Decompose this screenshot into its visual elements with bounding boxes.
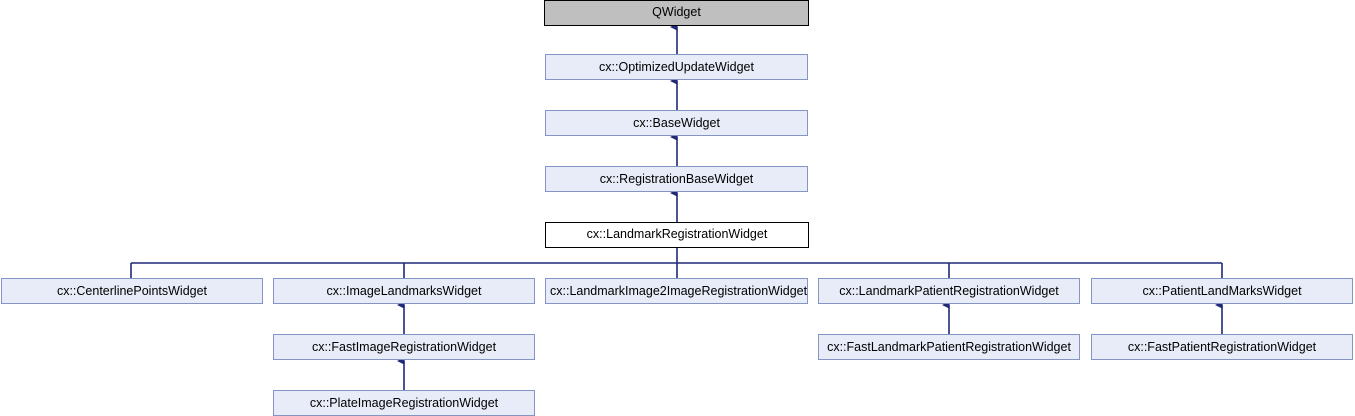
node-cx-patientlandmarkswidget[interactable]: cx::PatientLandMarksWidget xyxy=(1091,278,1353,304)
node-label: cx::OptimizedUpdateWidget xyxy=(599,60,754,74)
node-cx-fastlandmarkpatientregistrationwidget[interactable]: cx::FastLandmarkPatientRegistrationWidge… xyxy=(818,334,1080,360)
node-cx-basewidget[interactable]: cx::BaseWidget xyxy=(545,110,808,136)
node-label: cx::FastLandmarkPatientRegistrationWidge… xyxy=(827,340,1071,354)
node-label: cx::PlateImageRegistrationWidget xyxy=(309,396,499,410)
node-cx-registrationbasewidget[interactable]: cx::RegistrationBaseWidget xyxy=(545,166,808,192)
node-cx-centerlinepointswidget[interactable]: cx::CenterlinePointsWidget xyxy=(1,278,263,304)
node-label: cx::ImageLandmarksWidget xyxy=(326,284,482,298)
node-label: cx::LandmarkRegistrationWidget xyxy=(586,227,768,241)
node-cx-plateimageregistrationwidget[interactable]: cx::PlateImageRegistrationWidget xyxy=(273,390,535,416)
node-label: cx::FastImageRegistrationWidget xyxy=(311,340,497,354)
node-cx-landmarkimage2imageregistrationwidget[interactable]: cx::LandmarkImage2ImageRegistrationWidge… xyxy=(545,278,808,304)
node-cx-landmarkregistrationwidget[interactable]: cx::LandmarkRegistrationWidget xyxy=(545,222,809,248)
node-label: cx::LandmarkPatientRegistrationWidget xyxy=(839,284,1059,298)
node-cx-fastpatientregistrationwidget[interactable]: cx::FastPatientRegistrationWidget xyxy=(1091,334,1353,360)
node-cx-imagelandmarkswidget[interactable]: cx::ImageLandmarksWidget xyxy=(273,278,535,304)
node-label: cx::PatientLandMarksWidget xyxy=(1142,284,1302,298)
node-label: cx::LandmarkImage2ImageRegistrationWidge… xyxy=(550,284,808,298)
node-cx-landmarkpatientregistrationwidget[interactable]: cx::LandmarkPatientRegistrationWidget xyxy=(818,278,1080,304)
node-cx-optimizedupdatewidget[interactable]: cx::OptimizedUpdateWidget xyxy=(545,54,808,80)
node-label: cx::CenterlinePointsWidget xyxy=(56,284,208,298)
node-label: cx::FastPatientRegistrationWidget xyxy=(1127,340,1317,354)
node-label: QWidget xyxy=(652,5,701,19)
node-label: cx::RegistrationBaseWidget xyxy=(599,172,754,186)
node-label: cx::BaseWidget xyxy=(633,116,720,130)
node-cx-fastimageregistrationwidget[interactable]: cx::FastImageRegistrationWidget xyxy=(273,334,535,360)
node-qwidget[interactable]: QWidget xyxy=(544,0,809,26)
